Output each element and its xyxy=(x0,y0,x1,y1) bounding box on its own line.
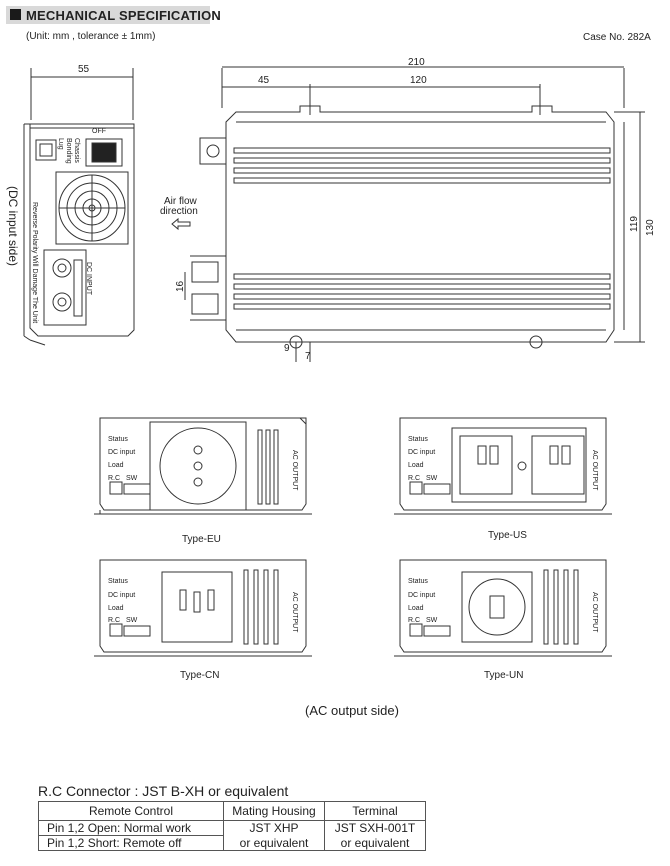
cn-dc-input-label: DC input xyxy=(108,592,136,599)
section-marker-icon xyxy=(10,9,21,20)
chassis-label-1: Chassis xyxy=(73,138,80,163)
dc-side-label: (DC input side) xyxy=(6,186,20,267)
polarity-warning: Reverse Polarity Will Damage The Unit xyxy=(31,202,38,324)
dim-total-width: 210 xyxy=(408,57,425,68)
dim-offset: 45 xyxy=(258,75,270,86)
cn-ac-output-label: AC OUTPUT xyxy=(291,592,298,633)
chassis-label-3: Lug xyxy=(57,138,64,150)
eu-load-label: Load xyxy=(108,462,124,469)
cell-housing-2: or equivalent xyxy=(223,835,325,851)
dc-input-label: DC INPUT xyxy=(85,262,92,296)
us-sw-label: SW xyxy=(426,475,438,482)
dim-spacing: 120 xyxy=(410,75,427,86)
dim-terminal-spacing: 16 xyxy=(175,280,186,292)
cn-sw-label: SW xyxy=(126,617,138,624)
header-mating-housing: Mating Housing xyxy=(223,801,325,821)
un-load-label: Load xyxy=(408,605,424,612)
chassis-label-2: Bonding xyxy=(65,138,72,164)
section-title: MECHANICAL SPECIFICATION xyxy=(26,8,221,23)
dim-side-width: 55 xyxy=(78,64,90,75)
header-terminal: Terminal xyxy=(324,801,426,821)
un-rc-label: R.C xyxy=(408,617,421,624)
caption-type-us: Type-US xyxy=(488,530,527,541)
cn-rc-label: R.C xyxy=(108,617,121,624)
table-row: Pin 1,2 Short: Remote off or equivalent … xyxy=(38,835,426,851)
caption-type-eu: Type-EU xyxy=(182,534,221,545)
cell-terminal-1: JST SXH-001T xyxy=(324,820,426,836)
caption-type-un: Type-UN xyxy=(484,670,524,681)
table-header-row: Remote Control Mating Housing Terminal xyxy=(38,801,426,821)
us-load-label: Load xyxy=(408,462,424,469)
cn-status-label: Status xyxy=(108,578,128,585)
table-row: Pin 1,2 Open: Normal work JST XHP JST SX… xyxy=(38,820,426,836)
dim-height-inner: 119 xyxy=(629,216,640,232)
dim-hole-size: 7 xyxy=(305,351,311,362)
eu-dc-input-label: DC input xyxy=(108,449,136,456)
eu-rc-label: R.C xyxy=(108,475,121,482)
ac-panels-drawing xyxy=(94,417,612,657)
cell-terminal-2: or equivalent xyxy=(324,835,426,851)
dim-hole-offset: 9 xyxy=(284,343,290,354)
cell-housing-1: JST XHP xyxy=(223,820,325,836)
rc-connector-table: Remote Control Mating Housing Terminal P… xyxy=(38,801,426,851)
rc-connector-title: R.C Connector : JST B-XH or equivalent xyxy=(38,783,289,799)
dim-height-outer: 130 xyxy=(645,219,656,236)
caption-type-cn: Type-CN xyxy=(180,670,220,681)
airflow-label-1: Air flow xyxy=(164,196,197,207)
switch-off-label: OFF xyxy=(92,128,106,135)
us-ac-output-label: AC OUTPUT xyxy=(591,450,598,491)
top-views-drawing xyxy=(23,66,645,362)
cell-remote-short: Pin 1,2 Short: Remote off xyxy=(38,835,224,851)
case-number: Case No. 282A xyxy=(583,32,651,43)
us-rc-label: R.C xyxy=(408,475,421,482)
un-ac-output-label: AC OUTPUT xyxy=(591,592,598,633)
un-status-label: Status xyxy=(408,578,428,585)
header-remote-control: Remote Control xyxy=(38,801,224,821)
ac-side-label: (AC output side) xyxy=(305,703,399,718)
airflow-label-2: direction xyxy=(160,206,198,217)
cell-remote-open: Pin 1,2 Open: Normal work xyxy=(38,820,224,836)
un-dc-input-label: DC input xyxy=(408,592,436,599)
eu-status-label: Status xyxy=(108,436,128,443)
un-sw-label: SW xyxy=(426,617,438,624)
cn-load-label: Load xyxy=(108,605,124,612)
eu-sw-label: SW xyxy=(126,475,138,482)
eu-ac-output-label: AC OUTPUT xyxy=(291,450,298,491)
airflow-arrow-icon xyxy=(172,219,190,229)
us-dc-input-label: DC input xyxy=(408,449,436,456)
unit-note: (Unit: mm , tolerance ± 1mm) xyxy=(26,31,156,42)
section-header-bar xyxy=(6,6,210,24)
us-status-label: Status xyxy=(408,436,428,443)
